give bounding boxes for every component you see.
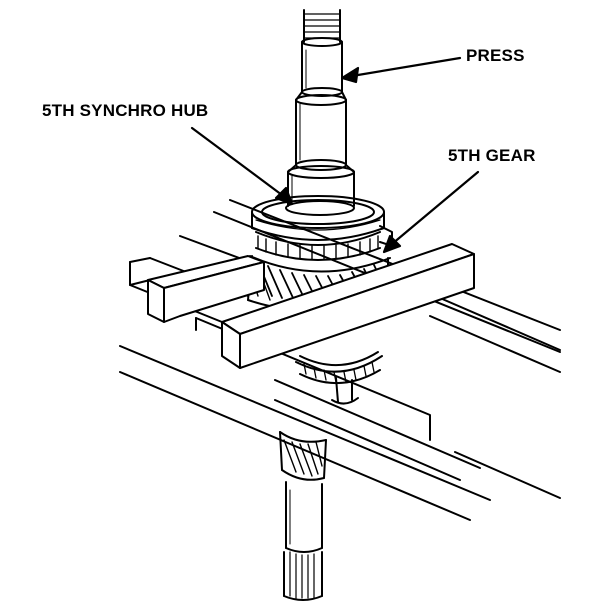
press-label: PRESS xyxy=(466,46,525,65)
fifth-gear-label: 5TH GEAR xyxy=(448,146,536,165)
fifth-gear-leader-line xyxy=(390,170,480,246)
lower-gear-cluster xyxy=(295,351,383,405)
press-bed-rails xyxy=(119,199,561,521)
press-leader-line xyxy=(350,56,462,78)
mainshaft-lower xyxy=(279,431,327,601)
leader-arrows xyxy=(190,56,480,254)
synchro-hub-leader-line xyxy=(190,126,288,200)
synchro-hub-arrowhead xyxy=(274,186,294,206)
right-support-block xyxy=(221,243,475,369)
synchro-hub-label: 5TH SYNCHRO HUB xyxy=(42,101,209,120)
press-arrowhead xyxy=(340,66,360,84)
press-ram xyxy=(287,9,355,207)
synchro-hub xyxy=(251,195,393,261)
fifth-gear-arrowhead xyxy=(382,234,402,254)
left-support-block xyxy=(147,255,265,323)
